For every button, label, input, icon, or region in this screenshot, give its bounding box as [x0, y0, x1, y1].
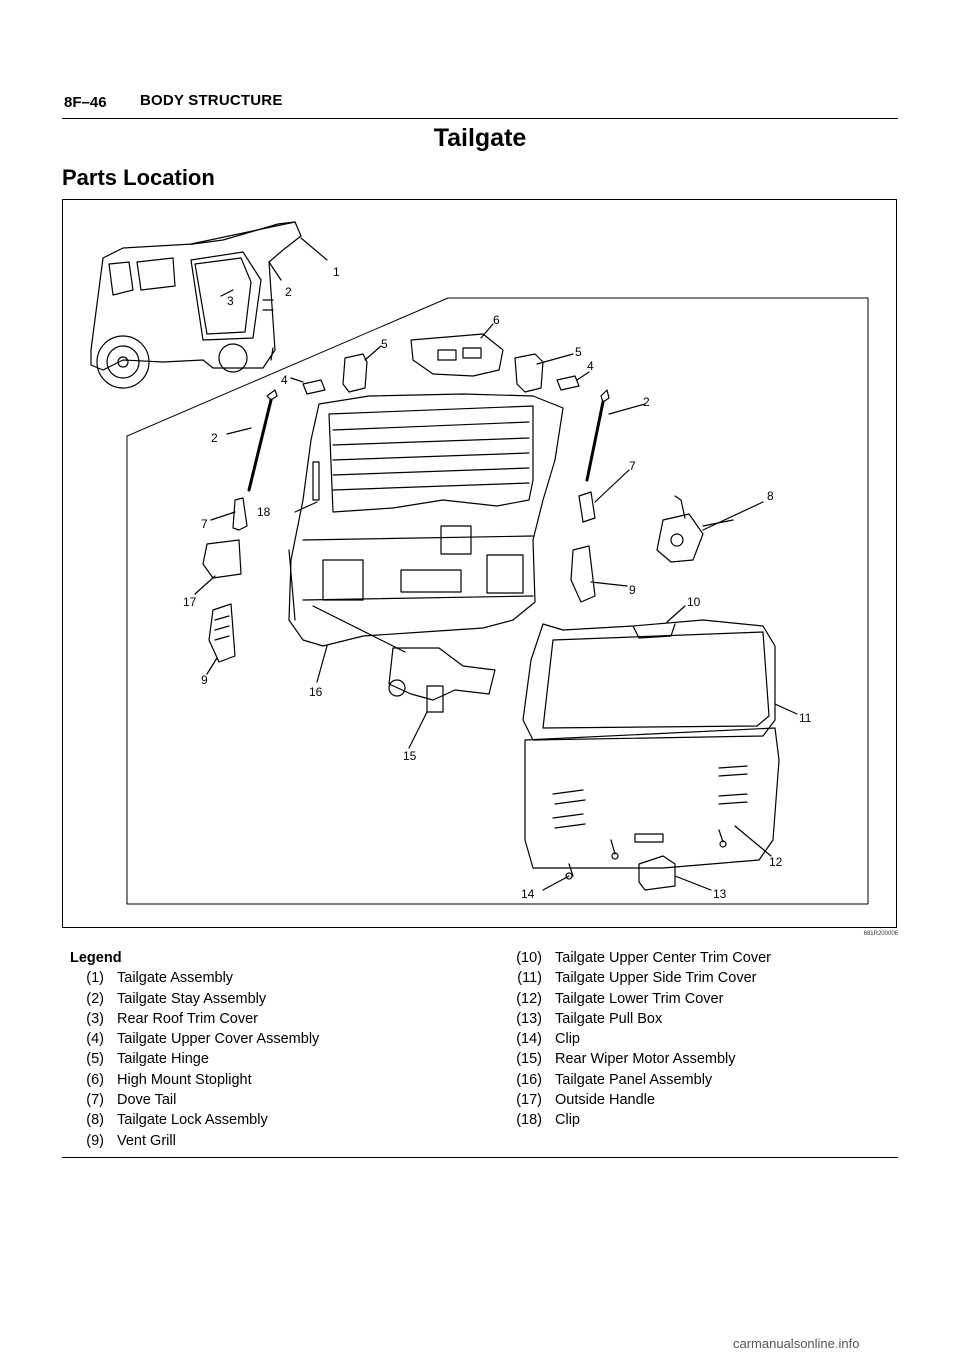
stoplight-part [410, 333, 504, 377]
legend-item: (11)Tailgate Upper Side Trim Cover [517, 970, 757, 987]
callout-4b: 4 [587, 359, 594, 373]
callout-13: 13 [713, 887, 727, 901]
legend-item: (17)Outside Handle [516, 1092, 655, 1109]
vehicle-sketch [90, 221, 302, 389]
legend-item: (2)Tailgate Stay Assembly [86, 990, 267, 1007]
lock-part [656, 495, 734, 563]
legend-right-column: (10)Tailgate Upper Center Trim Cover (11… [498, 948, 771, 1131]
legend-item: (1)Tailgate Assembly [86, 970, 234, 987]
legend-heading: Legend [70, 950, 122, 966]
legend-left-column: Legend (1)Tailgate Assembly (2)Tailgate … [62, 948, 319, 1151]
page-number: 8F–46 [64, 94, 107, 111]
tailgate-panel-part [288, 393, 564, 647]
callout-9: 9 [201, 673, 208, 687]
callout-3: 3 [227, 294, 234, 308]
footer-rule [62, 1157, 898, 1158]
callout-4: 4 [281, 373, 288, 387]
callout-15: 15 [403, 749, 417, 763]
legend-item: (4)Tailgate Upper Cover Assembly [86, 1031, 320, 1048]
page-title: Tailgate [433, 124, 527, 152]
callout-11: 11 [799, 711, 812, 725]
callout-2c: 2 [211, 431, 218, 445]
callout-17: 17 [183, 595, 197, 609]
callout-5b: 5 [575, 345, 582, 359]
legend-item: (18)Clip [516, 1112, 580, 1129]
callout-7: 7 [201, 517, 208, 531]
callout-14: 14 [521, 887, 535, 901]
legend-item: (15)Rear Wiper Motor Assembly [516, 1051, 736, 1068]
callout-2: 2 [285, 285, 292, 299]
legend-item: (12)Tailgate Lower Trim Cover [516, 990, 724, 1007]
parts-location-figure: 1 2 3 5 6 5 4 4 2 2 7 18 7 8 9 17 10 9 1… [62, 199, 897, 928]
legend-item: (6)High Mount Stoplight [86, 1071, 252, 1088]
callout-6: 6 [493, 313, 500, 327]
figure-code: 681R200006 [863, 931, 898, 937]
callout-9b: 9 [629, 583, 636, 597]
section-title: BODY STRUCTURE [140, 92, 283, 109]
legend-item: (14)Clip [516, 1031, 580, 1048]
legend-item: (7)Dove Tail [86, 1092, 177, 1109]
callout-2b: 2 [643, 395, 650, 409]
legend-item: (9)Vent Grill [86, 1132, 176, 1149]
callout-5: 5 [381, 337, 388, 351]
legend-item: (8)Tailgate Lock Assembly [86, 1112, 268, 1129]
page-header: 8F–46 BODY STRUCTURE [62, 88, 898, 119]
legend-item: (16)Tailgate Panel Assembly [516, 1071, 713, 1088]
callout-16: 16 [309, 685, 323, 699]
section-subtitle: Parts Location [62, 165, 215, 190]
callout-labels: 1 2 3 5 6 5 4 4 2 2 7 18 7 8 9 17 10 9 1… [183, 265, 812, 901]
legend-item: (5)Tailgate Hinge [86, 1051, 209, 1068]
callout-8: 8 [767, 489, 774, 503]
trim-cover-parts [522, 619, 780, 869]
watermark: carmanualsonline.info [733, 1336, 860, 1351]
callout-7b: 7 [629, 459, 636, 473]
legend-item: (13)Tailgate Pull Box [516, 1010, 663, 1027]
callout-12: 12 [769, 855, 783, 869]
wiper-motor-part [312, 605, 496, 713]
exploded-view-drawing: 1 2 3 5 6 5 4 4 2 2 7 18 7 8 9 17 10 9 1… [90, 221, 869, 905]
legend-item: (10)Tailgate Upper Center Trim Cover [516, 950, 771, 966]
callout-10: 10 [687, 595, 701, 609]
callout-1: 1 [333, 265, 340, 279]
legend-item: (3)Rear Roof Trim Cover [86, 1010, 259, 1027]
callout-18: 18 [257, 505, 271, 519]
